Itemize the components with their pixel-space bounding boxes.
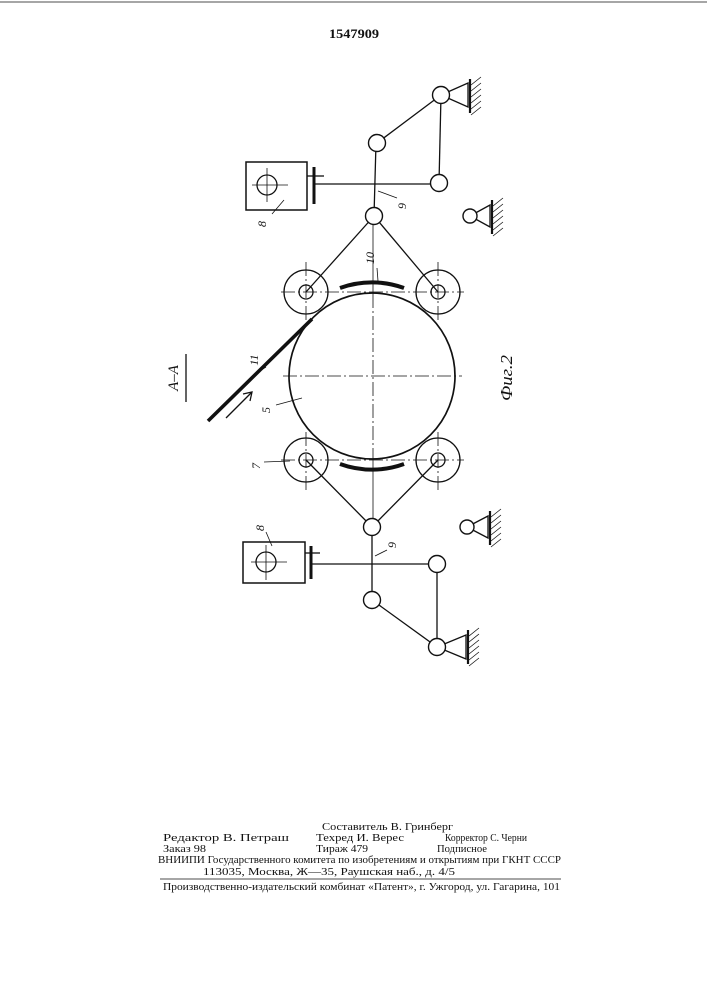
hinge-pin [369,135,386,152]
address: 113035, Москва, Ж—35, Раушская наб., д. … [203,867,455,878]
label-band-top: 10 [363,252,377,264]
label-drum: 5 [259,407,273,413]
cylinder-top [246,162,324,210]
cylinder-body [243,542,305,583]
fixed-support [429,628,480,666]
support-pin [460,520,474,534]
label-lever-bottom: 9 [385,542,399,548]
support-pin [429,639,446,656]
order-number: Заказ 98 [163,844,206,855]
colophon: Составитель В. Гринберг Редактор В. Петр… [158,822,561,893]
lever-pivot [364,519,381,536]
support-hatching [471,77,481,115]
hinge-pin [364,592,381,609]
section-label: А–А [166,354,186,402]
band-bottom [340,464,404,470]
lower-link [372,600,437,647]
leader-lever-bottom [375,550,387,556]
leader-cylinder-bottom [266,532,272,546]
fixed-support [460,509,501,547]
hinge-pin [431,175,448,192]
cylinder-bottom [243,542,320,583]
band-top [340,282,404,288]
right-link [439,95,441,183]
support-hatching [491,509,501,547]
techred: Техред И. Верес [316,833,404,844]
label-cylinder-bottom: 8 [253,525,267,531]
label-strip: 11 [247,354,261,365]
support-pin [463,209,477,223]
fixed-support [433,77,482,115]
lever-pivot [366,208,383,225]
bottom-linkage [243,460,501,666]
patent-number: 1547909 [329,26,380,41]
support-hatching [469,628,479,666]
strip [208,319,312,421]
compiler: Составитель В. Гринберг [322,822,454,833]
leader-lever-top [378,191,397,198]
vertical-link [374,143,376,216]
fixed-support [463,198,503,236]
arrow-shaft [226,392,252,418]
support-hatching [493,198,503,236]
editor: Редактор В. Петраш [163,833,289,844]
corrector: Корректор С. Черни [445,833,527,844]
printer: Производственно-издательский комбинат «П… [163,882,560,893]
leader-drum [276,398,302,405]
institute: ВНИИПИ Государственного комитета по изоб… [158,855,561,866]
feed-direction-arrow [226,392,252,418]
label-cylinder-top: 8 [255,221,269,227]
circulation: Тираж 479 [316,844,368,855]
leader-cylinder-top [272,200,284,214]
upper-link [377,95,441,143]
support-pin [433,87,450,104]
subscription: Подписное [437,844,487,855]
hinge-pin [429,556,446,573]
section-label-text: А–А [166,364,182,392]
figure-label: Фиг.2 [497,354,516,401]
lever-frame-right [374,216,438,292]
label-lever-top: 9 [395,203,409,209]
label-roller: 7 [249,462,263,469]
leader-roller [264,461,290,462]
centre-lines [281,225,464,518]
reference-numerals: 8 9 10 11 5 7 8 9 [247,191,409,556]
leader-band-top [377,268,378,281]
